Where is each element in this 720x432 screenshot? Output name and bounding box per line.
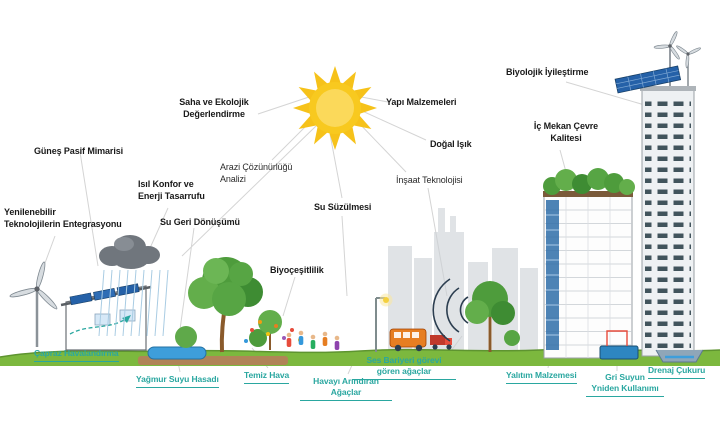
label-yenilenebilir-teknolojiler: Yenilenebilir Teknolojilerin Entegrasyon… (4, 207, 122, 229)
rain-cloud-icon (98, 235, 169, 337)
sound-wave-icon (432, 278, 469, 342)
sound-barrier-trees-illustration (465, 281, 520, 352)
label-havayi-arindiran-agaclar: Havayı Arındıran Ağaçlar (300, 376, 392, 402)
label-yalitim-malzemesi: Yalıtım Malzemesi (506, 370, 577, 385)
label-su-suzulmesi: Su Süzülmesi (314, 202, 372, 212)
wind-turbine-icon (9, 261, 58, 347)
label-su-geri-donusumu: Su Geri Dönüşümü (160, 217, 240, 227)
sun-icon (293, 66, 377, 150)
eco-house-illustration (60, 283, 152, 351)
label-biyolojik-iyilestirme: Biyolojik İyileştirme (506, 67, 589, 77)
label-yapi-malzemeleri: Yapı Malzemeleri (386, 97, 457, 107)
label-ic-mekan-cevre-kalitesi: İç Mekan Çevre Kalitesi (533, 121, 599, 143)
trees-illustration (175, 257, 282, 353)
green-building-illustration (543, 168, 635, 359)
drainage-pit-icon (655, 349, 704, 363)
rooftop-garden-icon (543, 168, 635, 195)
people-illustration (286, 330, 340, 350)
street-lamp-icon (375, 293, 393, 352)
label-yagmur-suyu-hasadi: Yağmur Suyu Hasadı (136, 374, 219, 389)
label-dogal-isik: Doğal Işık (430, 139, 472, 149)
label-biyocesitlilik: Biyoçeşitlilik (270, 265, 324, 275)
truck-icon (430, 335, 452, 350)
tower-building-illustration (640, 86, 696, 357)
label-ses-bariyeri-agaclar: Ses Bariyeri görevi gören ağaçlar (352, 355, 456, 381)
label-temiz-hava: Temiz Hava (244, 370, 289, 385)
label-isil-konfor-enerji-tasarrufu: Isıl Konfor ve Enerji Tasarrufu (138, 179, 205, 201)
label-drenaj-cukuru: Drenaj Çukuru (648, 365, 705, 380)
label-saha-ekolojik-degerlendirme: Saha ve Ekolojik Değerlendirme (179, 97, 249, 119)
label-gri-suyun-kullanimi: Gri Suyun Yniden Kullanımı (586, 372, 664, 398)
rain-lines-icon (98, 269, 169, 337)
label-insaat-teknolojisi: İnşaat Teknolojisi (396, 175, 463, 185)
label-arazi-cozunurlugu-analizi: Arazi Çözünürlüğü Analizi (220, 162, 293, 184)
label-gunes-pasif-mimarisi: Güneş Pasif Mimarisi (34, 146, 124, 156)
label-capraz-havalandirma: Çapraz Havalandırma (34, 348, 119, 363)
bus-icon (389, 328, 427, 352)
greywater-tank-icon (599, 330, 639, 360)
rooftop-solar-panel-icon (614, 65, 682, 94)
pond-illustration (147, 346, 207, 360)
